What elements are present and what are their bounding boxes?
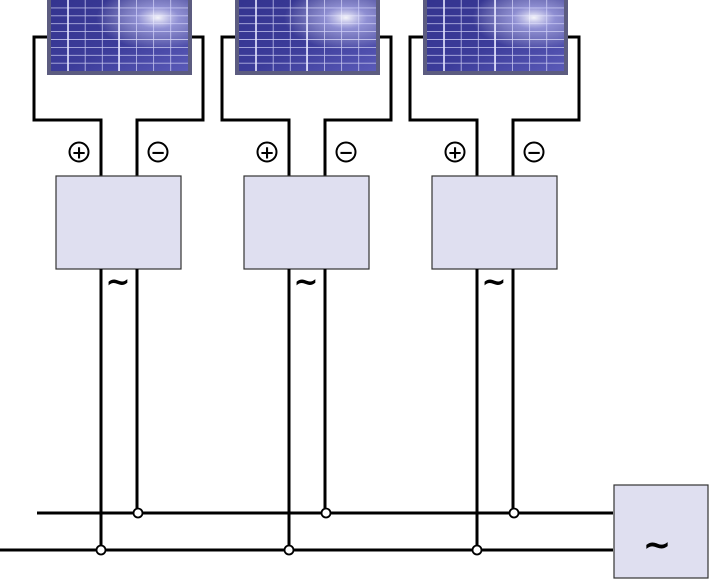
junction-node-lower — [471, 544, 483, 556]
micro-inverter-box — [243, 175, 370, 270]
grid-box-rect — [613, 484, 709, 579]
positive-symbol: + — [259, 143, 274, 164]
junction-node-lower — [95, 544, 107, 556]
ac-bus-lines — [0, 511, 613, 552]
solar-panel — [47, 0, 192, 75]
panel-glare — [239, 0, 376, 71]
negative-symbol: − — [338, 143, 353, 164]
micro-inverter-box — [55, 175, 182, 270]
micro-inverter-box — [431, 175, 558, 270]
positive-symbol: + — [447, 143, 462, 164]
panel-glare — [51, 0, 188, 71]
grid-box-ac-symbol: ~ — [643, 525, 672, 565]
junction-node-upper — [132, 507, 144, 519]
junction-node-lower — [283, 544, 295, 556]
negative-terminal-icon — [523, 141, 545, 163]
solar-unit-2: + − ~ — [220, 0, 393, 556]
panel-glare — [427, 0, 564, 71]
solar-unit-3: + − ~ — [408, 0, 581, 556]
ac-symbol: ~ — [293, 265, 318, 300]
dc-positive-wire — [408, 35, 479, 176]
ac-symbol: ~ — [105, 265, 130, 300]
positive-symbol: + — [71, 143, 86, 164]
grid-box: ~ — [613, 484, 709, 579]
junction-node-upper — [320, 507, 332, 519]
negative-terminal-icon — [335, 141, 357, 163]
dc-positive-wire — [220, 35, 291, 176]
ac-symbol: ~ — [481, 265, 506, 300]
positive-terminal-icon — [256, 141, 278, 163]
dc-negative-wire — [135, 35, 205, 176]
negative-terminal-icon — [147, 141, 169, 163]
solar-unit-1: + − ~ — [32, 0, 205, 556]
negative-symbol: − — [526, 143, 541, 164]
positive-terminal-icon — [444, 141, 466, 163]
negative-symbol: − — [150, 143, 165, 164]
dc-negative-wire — [323, 35, 393, 176]
junction-node-upper — [508, 507, 520, 519]
solar-panel — [235, 0, 380, 75]
dc-positive-wire — [32, 35, 103, 176]
dc-negative-wire — [511, 35, 581, 176]
solar-panel — [423, 0, 568, 75]
positive-terminal-icon — [68, 141, 90, 163]
